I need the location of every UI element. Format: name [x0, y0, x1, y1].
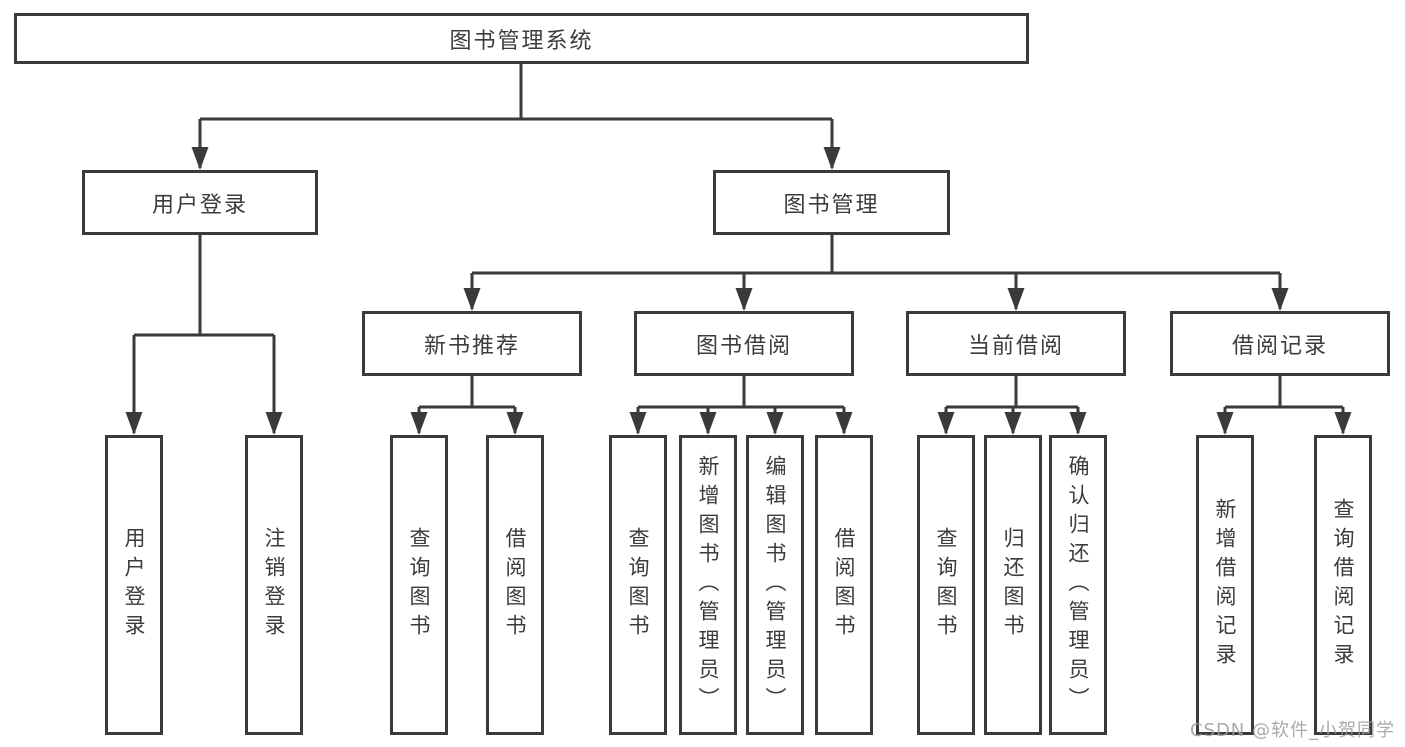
- leaf-confirm-return-admin: 确认归还（管理员）: [1049, 435, 1107, 735]
- node-label: 当前借阅: [967, 333, 1064, 359]
- node-label: 借阅图书: [832, 527, 856, 643]
- arrowheads: [125, 147, 1352, 435]
- leaf-add-books-admin: 新增图书（管理员）: [679, 435, 737, 735]
- node-label: 新增借阅记录: [1213, 498, 1237, 672]
- leaf-add-borrow-record: 新增借阅记录: [1196, 435, 1254, 735]
- node-label: 新书推荐: [423, 333, 520, 359]
- node-label: 新增图书（管理员）: [696, 454, 720, 716]
- leaf-query-books-recommend: 查询图书: [390, 435, 448, 735]
- node-label: 查询图书: [626, 527, 650, 643]
- node-label: 图书借阅: [695, 333, 792, 359]
- leaf-borrow-books: 借阅图书: [815, 435, 873, 735]
- node-new-book-recommendation: 新书推荐: [362, 311, 582, 376]
- node-label: 借阅记录: [1231, 333, 1328, 359]
- node-label: 注销登录: [262, 527, 286, 643]
- node-label: 查询图书: [407, 527, 431, 643]
- leaf-return-books: 归还图书: [984, 435, 1042, 735]
- node-label: 查询图书: [934, 527, 958, 643]
- leaf-query-books-borrow: 查询图书: [609, 435, 667, 735]
- node-label: 确认归还（管理员）: [1066, 454, 1090, 716]
- node-label: 编辑图书（管理员）: [763, 454, 787, 716]
- node-label: 用户登录: [122, 527, 146, 643]
- node-label: 归还图书: [1001, 527, 1025, 643]
- node-current-borrowing: 当前借阅: [906, 311, 1126, 376]
- leaf-logout: 注销登录: [245, 435, 303, 735]
- node-label: 查询借阅记录: [1331, 498, 1355, 672]
- node-label: 借阅图书: [503, 527, 527, 643]
- leaf-query-borrow-record: 查询借阅记录: [1314, 435, 1372, 735]
- node-label: 图书管理系统: [449, 28, 594, 54]
- leaf-edit-books-admin: 编辑图书（管理员）: [746, 435, 804, 735]
- leaf-query-books-current: 查询图书: [917, 435, 975, 735]
- node-label: 用户登录: [151, 192, 248, 218]
- node-borrowing-records: 借阅记录: [1170, 311, 1390, 376]
- node-library-management-system: 图书管理系统: [14, 13, 1029, 64]
- csdn-watermark: CSDN @软件_小贺同学: [1189, 720, 1395, 741]
- node-user-login-group: 用户登录: [82, 170, 318, 235]
- leaf-user-login: 用户登录: [105, 435, 163, 735]
- leaf-borrow-books-recommend: 借阅图书: [486, 435, 544, 735]
- node-book-management: 图书管理: [713, 170, 950, 235]
- node-label: 图书管理: [783, 192, 880, 218]
- node-book-borrowing: 图书借阅: [634, 311, 854, 376]
